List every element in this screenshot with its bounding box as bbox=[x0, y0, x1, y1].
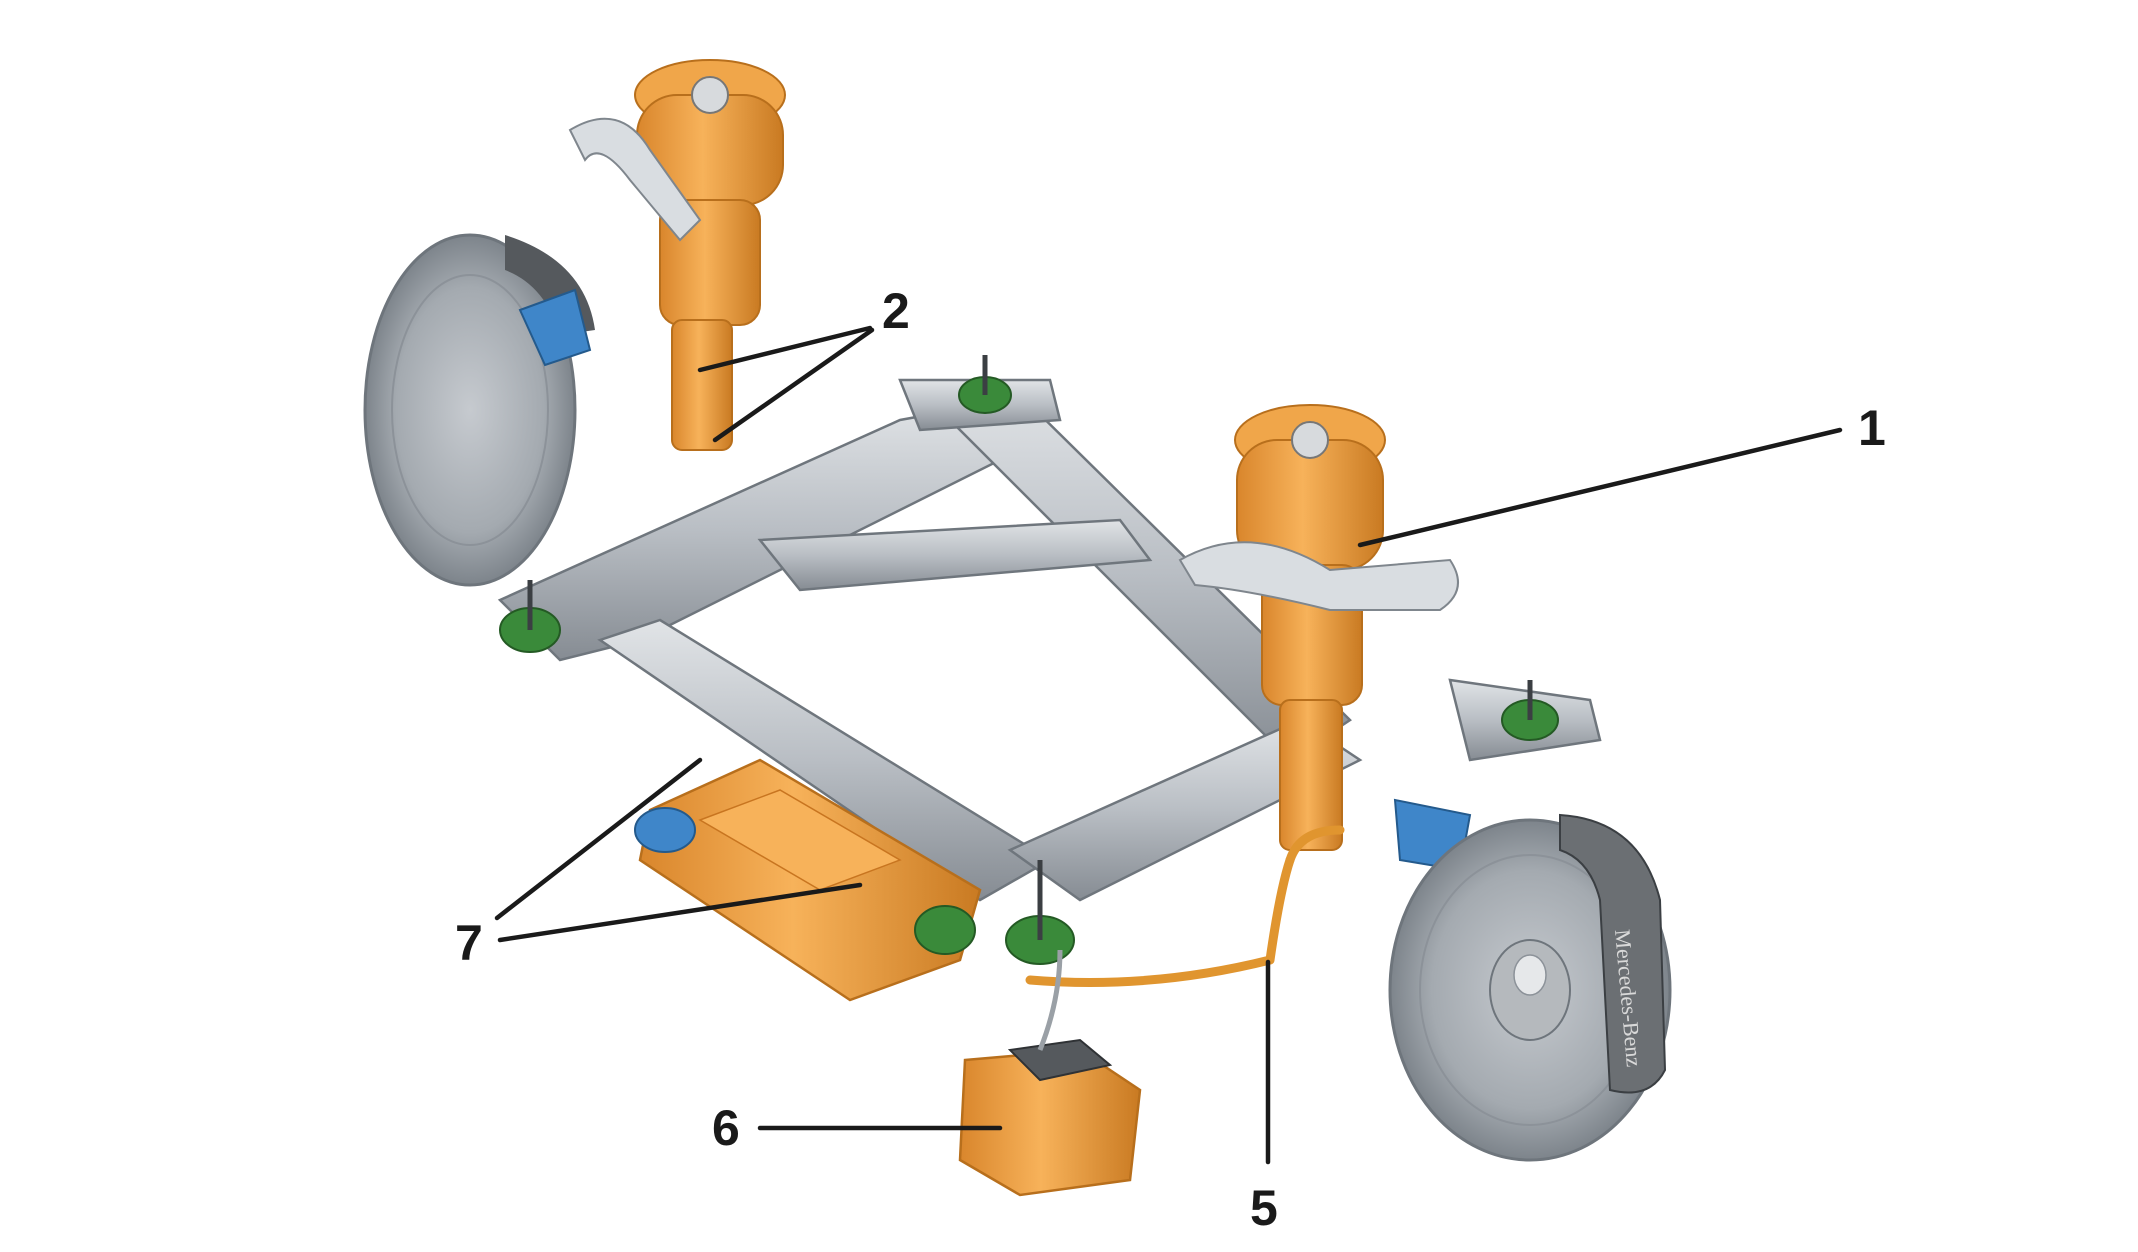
control-unit bbox=[958, 949, 1142, 1197]
steering-gear bbox=[634, 758, 982, 1002]
callout-labels: 1 2 5 6 7 bbox=[455, 283, 1886, 1236]
leader-7a bbox=[494, 757, 703, 921]
leader-2a bbox=[697, 325, 873, 373]
callout-leaders bbox=[494, 325, 1843, 1165]
right-brake-caliper: Mercedes-Benz bbox=[1559, 813, 1667, 1094]
left-brake-disc bbox=[363, 233, 595, 587]
left-air-strut bbox=[518, 59, 786, 451]
callout-7: 7 bbox=[455, 915, 483, 971]
right-air-strut bbox=[1178, 404, 1472, 872]
leader-2b bbox=[712, 327, 875, 443]
callout-5: 5 bbox=[1250, 1180, 1278, 1236]
callout-1: 1 bbox=[1858, 400, 1886, 456]
mount-studs bbox=[527, 355, 1533, 940]
leader-7b bbox=[497, 882, 863, 943]
leader-1 bbox=[1357, 427, 1843, 548]
callout-2: 2 bbox=[882, 283, 910, 339]
callout-6: 6 bbox=[712, 1100, 740, 1156]
